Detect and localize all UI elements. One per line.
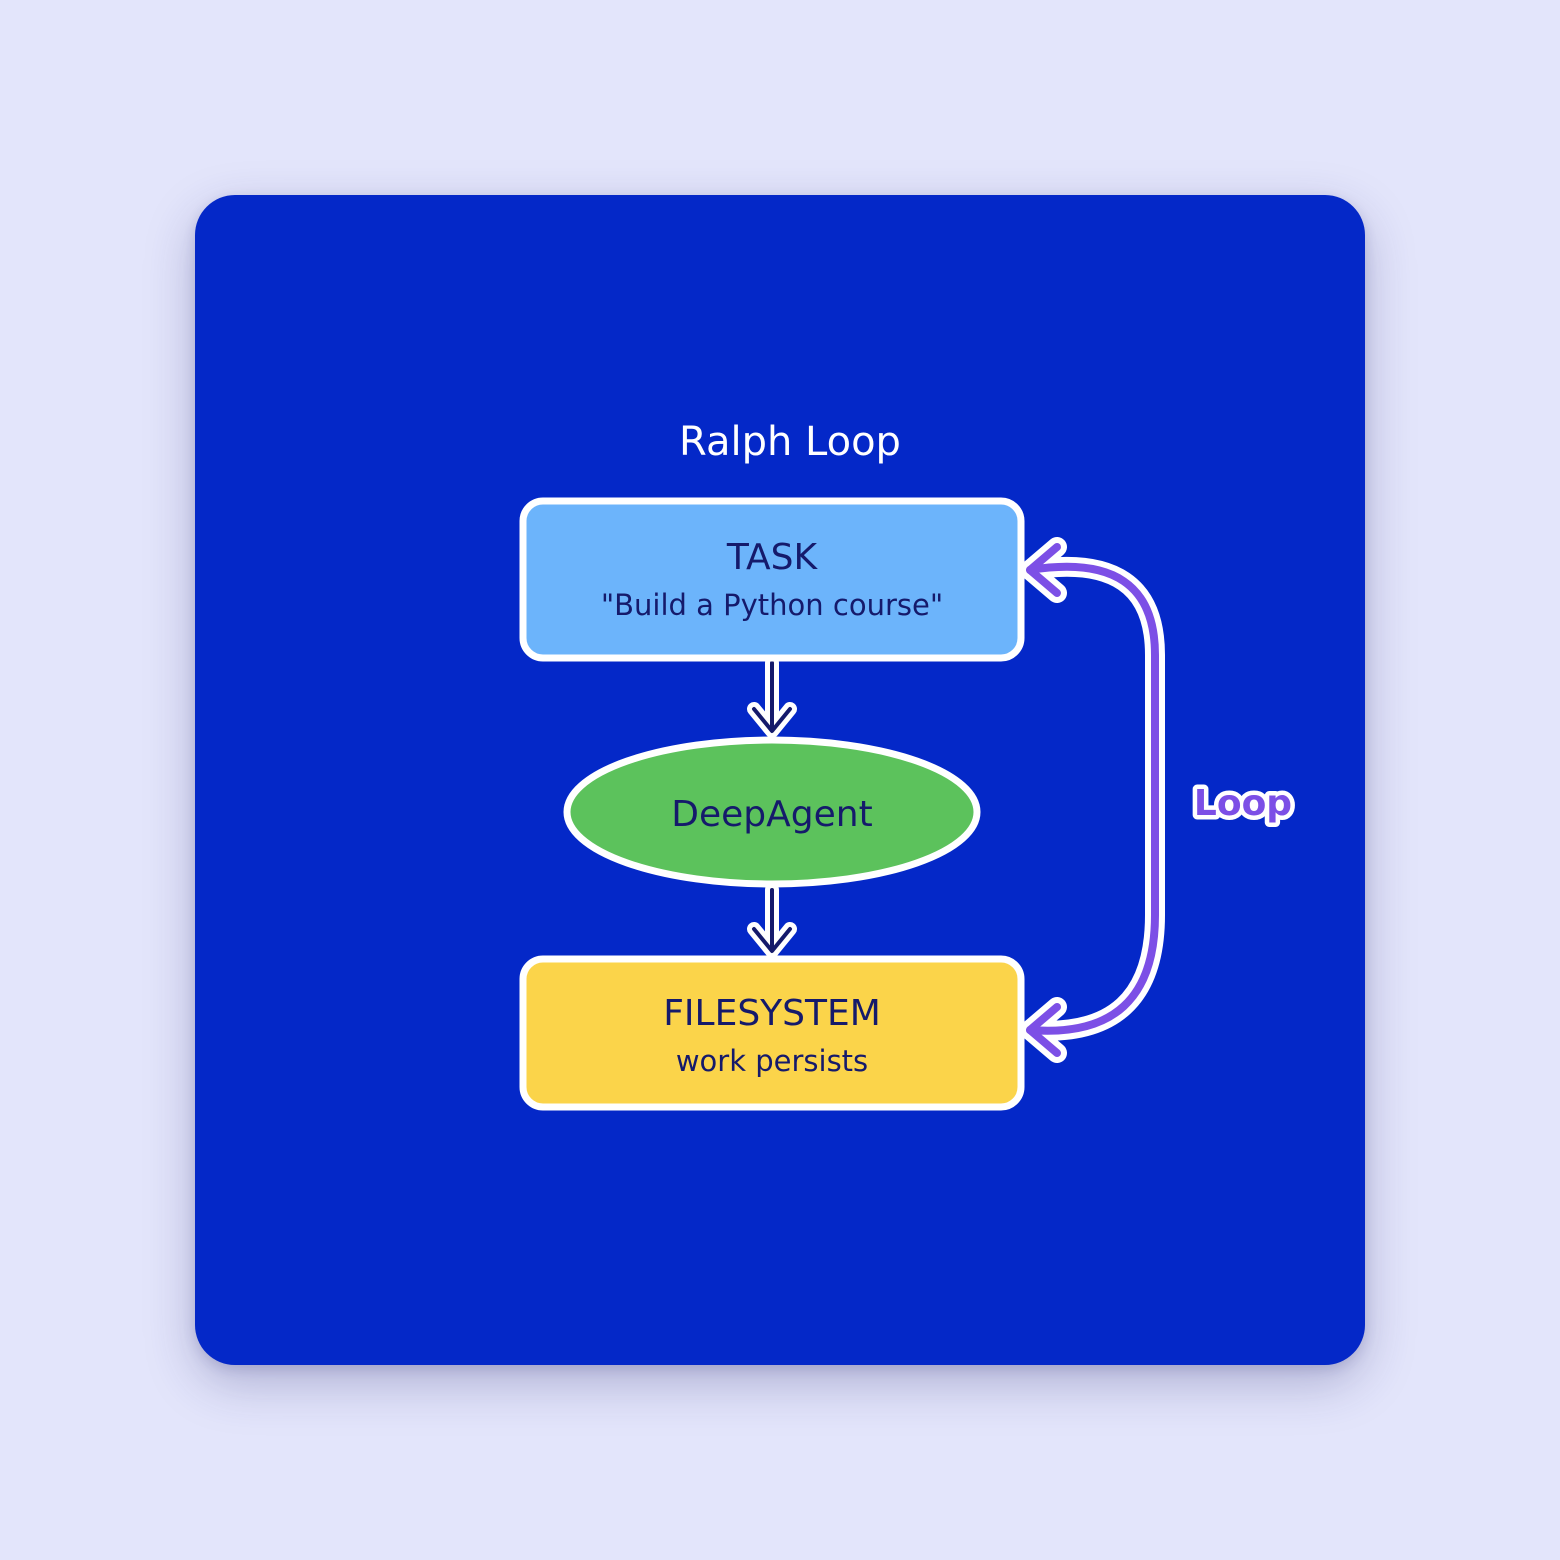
diagram-title: Ralph Loop xyxy=(679,419,901,465)
task-node-subtitle: "Build a Python course" xyxy=(601,588,943,622)
svg-text:Loop: Loop xyxy=(1194,783,1292,824)
arrow-task-to-agent xyxy=(747,656,797,738)
arrow-agent-to-filesystem xyxy=(747,883,797,958)
agent-node: DeepAgent xyxy=(563,736,981,888)
filesystem-node-title: FILESYSTEM xyxy=(663,993,881,1034)
ralph-loop-diagram: Ralph Loop Loop Loop TASK xyxy=(519,419,1297,1111)
task-node-title: TASK xyxy=(726,537,819,578)
filesystem-node-subtitle: work persists xyxy=(676,1044,868,1078)
loop-arrow xyxy=(1020,537,1165,1063)
loop-label: Loop Loop xyxy=(1189,779,1296,829)
filesystem-node: FILESYSTEM work persists xyxy=(519,955,1025,1111)
agent-node-title: DeepAgent xyxy=(671,794,872,835)
diagram-card: Ralph Loop Loop Loop TASK xyxy=(195,195,1365,1365)
svg-text:Loop: Loop xyxy=(1194,783,1292,824)
task-node: TASK "Build a Python course" xyxy=(519,497,1025,662)
